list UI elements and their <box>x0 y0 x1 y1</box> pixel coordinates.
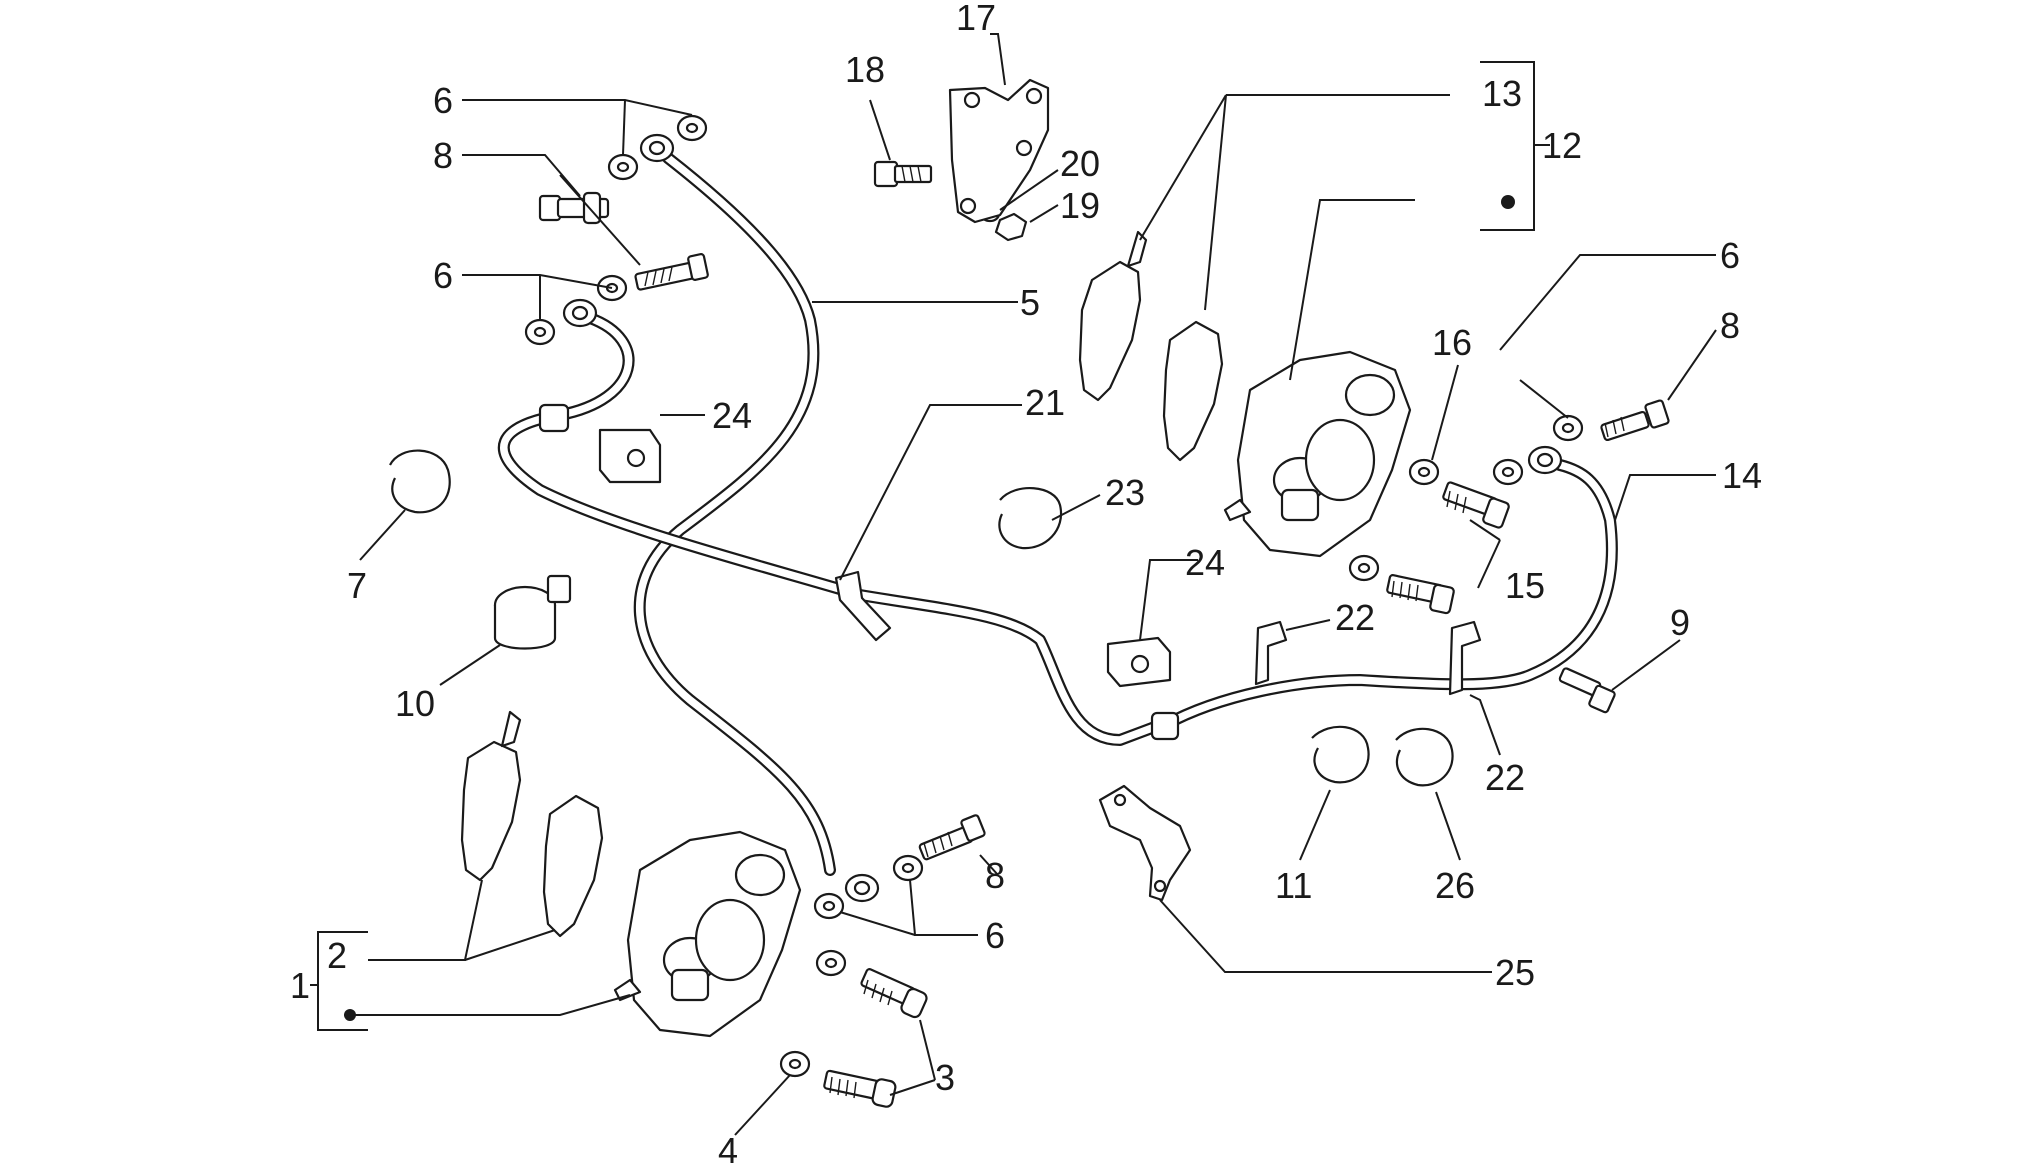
callout-24-right: 24 <box>1185 542 1225 583</box>
leader-lines <box>310 33 1717 1136</box>
callout-9: 9 <box>1670 602 1690 643</box>
callout-6-right: 6 <box>1720 235 1740 276</box>
callout-4: 4 <box>718 1130 738 1165</box>
callout-13: 13 <box>1482 73 1522 114</box>
callout-22-top: 22 <box>1335 597 1375 638</box>
mounting-bracket-17 <box>948 78 1050 242</box>
callout-10: 10 <box>395 683 435 724</box>
callout-24-top: 24 <box>712 395 752 436</box>
callout-1: 1 <box>290 965 310 1006</box>
callout-16: 16 <box>1432 322 1472 363</box>
callout-6-second: 6 <box>433 255 453 296</box>
callout-11: 11 <box>1275 865 1312 906</box>
callout-5: 5 <box>1020 282 1040 323</box>
callout-22-bottom: 22 <box>1485 757 1525 798</box>
callout-12: 12 <box>1542 125 1582 166</box>
hose-clamp-ring-icon <box>389 449 1454 787</box>
callout-3: 3 <box>935 1057 955 1098</box>
hose-clamp-10 <box>493 574 572 650</box>
retainer-plate-24 <box>598 428 1172 688</box>
callout-labels: 1 2 3 4 5 6 6 6 6 7 8 8 8 9 10 11 12 13 … <box>290 0 1762 1165</box>
brake-caliper-1 <box>613 830 802 1038</box>
banjo-bolt-icon <box>538 160 1670 1108</box>
brake-pad-set-2 <box>460 710 604 938</box>
brake-hose-14 <box>1159 459 1618 731</box>
hose-clip-22 <box>834 570 1482 696</box>
hose-crimp-collar-icon <box>538 403 1180 741</box>
brake-hose-upper-left <box>497 312 1166 746</box>
hose-guide-bracket-25 <box>1098 784 1192 902</box>
callout-15: 15 <box>1505 565 1545 606</box>
brake-hose-5 <box>633 152 836 876</box>
callout-21: 21 <box>1025 382 1065 423</box>
brake-caliper-12 <box>1223 350 1412 558</box>
callout-17: 17 <box>956 0 996 38</box>
callout-8-top: 8 <box>433 135 453 176</box>
assembly-dot-12 <box>1501 195 1515 209</box>
callout-19: 19 <box>1060 185 1100 226</box>
callout-25: 25 <box>1495 952 1535 993</box>
callout-6-top: 6 <box>433 80 453 121</box>
callout-18: 18 <box>845 49 885 90</box>
banjo-fitting-icon <box>562 133 1563 903</box>
brake-pad-set-13 <box>1078 230 1224 462</box>
assembly-dot-1 <box>344 1009 356 1021</box>
callout-14: 14 <box>1722 455 1762 496</box>
callout-20: 20 <box>1060 143 1100 184</box>
callout-2: 2 <box>327 935 347 976</box>
callout-26: 26 <box>1435 865 1475 906</box>
callout-6-bottom: 6 <box>985 915 1005 956</box>
callout-23: 23 <box>1105 472 1145 513</box>
callout-8-bottom: 8 <box>985 855 1005 896</box>
callout-7: 7 <box>347 565 367 606</box>
callout-8-right: 8 <box>1720 305 1740 346</box>
